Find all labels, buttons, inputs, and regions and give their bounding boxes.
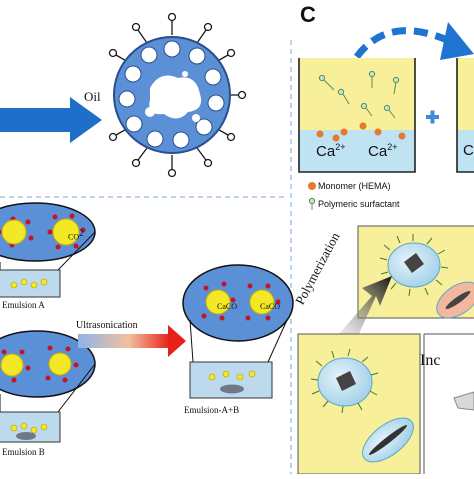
- beaker-1: [298, 58, 416, 173]
- emulsion-ab: [182, 264, 294, 399]
- calcium-label-2: Ca2+: [368, 142, 397, 160]
- caco-label-2: CaCO: [260, 302, 280, 311]
- incubation-label: Inc: [420, 352, 441, 369]
- ultrasonication-arrow: [78, 325, 186, 357]
- calcium-label-1: Ca2+: [316, 142, 345, 160]
- co2-label: CO2: [68, 228, 84, 242]
- panel-c-label: C: [300, 2, 316, 27]
- blue-arrow: [0, 97, 102, 143]
- legend-monomer: Monomer (HEMA): [318, 181, 391, 191]
- oil-micelle: [108, 12, 247, 178]
- ultrasonication-label: Ultrasonication: [76, 320, 138, 331]
- legend-surfactant: Polymeric surfactant: [318, 199, 400, 209]
- calcium-charge: 2+: [387, 142, 398, 152]
- plus-icon: [426, 110, 439, 124]
- beaker-2: [456, 58, 474, 173]
- monomer-dot: [308, 182, 316, 190]
- emulsion-b-label: Emulsion B: [2, 447, 45, 457]
- co2-symbol: CO: [68, 232, 80, 242]
- calcium-symbol: Ca: [368, 143, 388, 160]
- emulsion-a: [0, 202, 96, 298]
- lower-box: [297, 333, 421, 475]
- surfactant-icon: [308, 197, 316, 210]
- oil-label: Oil: [84, 89, 101, 104]
- calcium-charge: 2+: [335, 142, 346, 152]
- inc-panel: [423, 333, 474, 474]
- calcium-label-partial: C: [463, 142, 474, 159]
- upper-box: [357, 225, 474, 319]
- caco-label-1: CaCO: [217, 302, 237, 311]
- co2-subscript: 2: [79, 228, 84, 238]
- emulsion-b: [0, 330, 96, 443]
- calcium-symbol: Ca: [316, 143, 336, 160]
- emulsion-ab-label: Emulsion-A+B: [184, 405, 240, 415]
- emulsion-a-label: Emulsion A: [2, 300, 45, 310]
- arc-arrowhead: [440, 22, 474, 60]
- dashed-arc-arrow: [342, 27, 454, 78]
